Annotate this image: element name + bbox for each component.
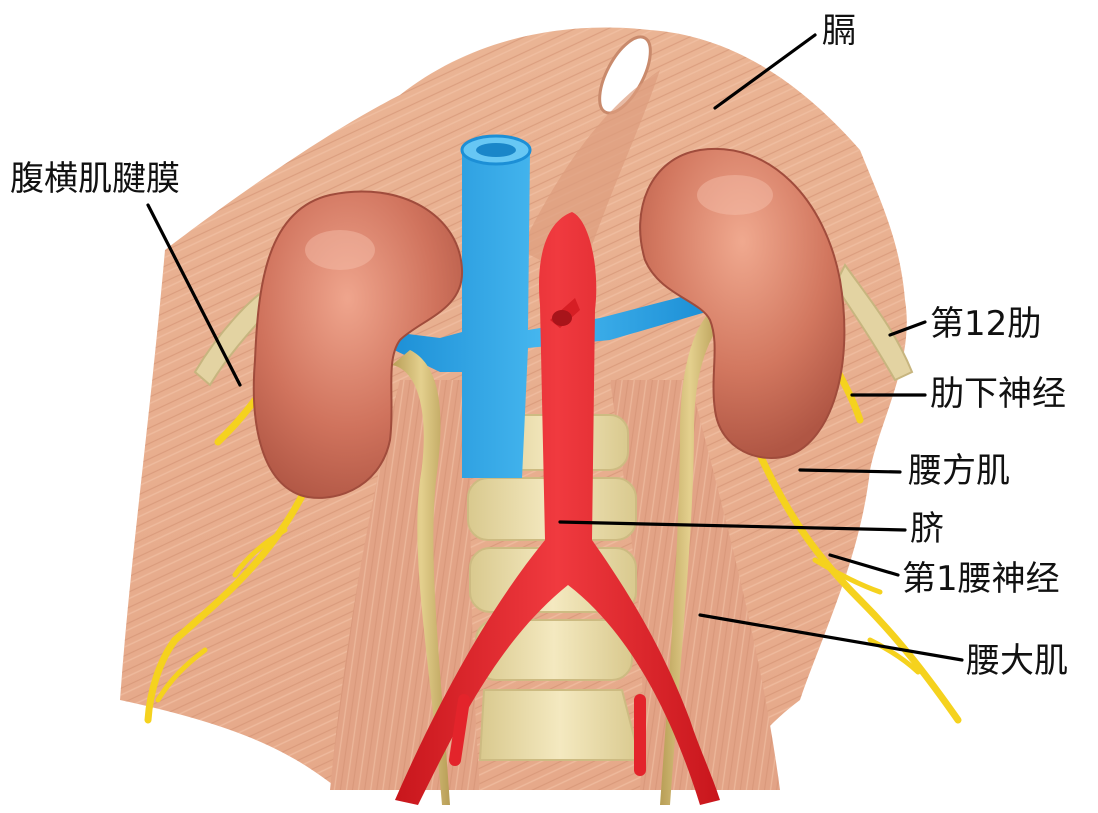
label-l1-nerve: 第1腰神经 xyxy=(902,559,1060,599)
label-psoas-major: 腰大肌 xyxy=(966,641,1068,681)
label-diaphragm: 膈 xyxy=(822,11,856,51)
label-rib12: 第12肋 xyxy=(930,304,1041,344)
label-transversus-aponeurosis: 腹横肌腱膜 xyxy=(10,159,180,199)
label-navel: 脐 xyxy=(910,509,944,549)
label-quadratus-lumborum: 腰方肌 xyxy=(908,451,1010,491)
label-subcostal-nerve: 肋下神经 xyxy=(930,374,1066,414)
